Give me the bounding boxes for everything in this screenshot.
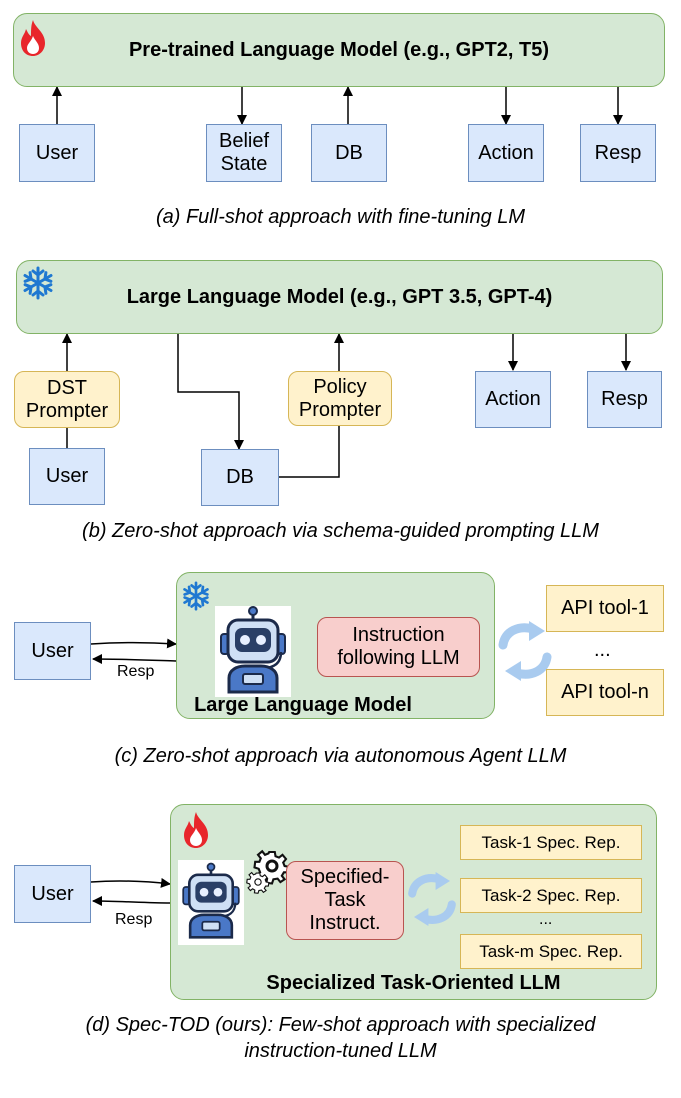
line-db-to-policy [279,426,340,478]
user-box-a: User [19,124,95,182]
caption-d-line1: (d) Spec-TOD (ours): Few-shot approach w… [85,1014,596,1036]
api-tool-1-box: API tool-1 [546,585,664,632]
db-box-b: DB [201,449,279,506]
pretrained-lm-box: Pre-trained Language Model (e.g., GPT2, … [13,13,665,87]
task-ellipsis: ... [539,911,553,928]
pretrained-lm-label: Pre-trained Language Model (e.g., GPT2, … [128,38,550,61]
specified-task-instruct-box: Specified-Task Instruct. [286,861,404,940]
action-box-b: Action [475,371,551,428]
arrow-user-to-agent [90,638,177,649]
resp-box-b: Resp [587,371,662,428]
task-1-spec-box: Task-1 Spec. Rep. [460,825,642,860]
cycle-arrows-icon [405,869,459,934]
fire-icon [17,18,49,63]
gear-icon [240,840,296,901]
action-box-a: Action [468,124,544,182]
api-ellipsis: ... [594,639,611,661]
llm-label-b: Large Language Model (e.g., GPT 3.5, GPT… [126,285,553,308]
belief-state-box: Belief State [206,124,282,182]
agent-llm-label: Large Language Model [194,694,412,716]
robot-icon [178,860,244,945]
arrow-agent-to-user [92,654,177,665]
fire-icon [180,810,212,855]
resp-label-c: Resp [117,663,155,680]
task-m-spec-box: Task-m Spec. Rep. [460,934,642,969]
snowflake-icon [181,581,211,616]
dst-prompter-box: DST Prompter [14,371,120,428]
arrow-spec-to-user [92,896,171,907]
caption-d-line2: instruction-tuned LLM [244,1040,437,1062]
instruction-llm-box: Instruction following LLM [317,617,480,677]
task-2-spec-box: Task-2 Spec. Rep. [460,878,642,913]
spec-tod-llm-label: Specialized Task-Oriented LLM [266,972,561,994]
policy-prompter-box: Policy Prompter [288,371,392,426]
db-box-a: DB [311,124,387,182]
caption-b: (b) Zero-shot approach via schema-guided… [82,520,599,542]
caption-a: (a) Full-shot approach with fine-tuning … [155,206,526,228]
user-box-d: User [14,865,91,923]
user-box-c: User [14,622,91,680]
api-tool-n-box: API tool-n [546,669,664,716]
arrow-user-to-spec [90,877,171,888]
robot-icon [215,606,291,697]
snowflake-icon [21,266,55,305]
resp-label-d: Resp [115,911,153,928]
arrow-llm-to-db [177,334,244,450]
caption-c: (c) Zero-shot approach via autonomous Ag… [114,745,567,767]
resp-box-a: Resp [580,124,656,182]
cycle-arrows-icon [495,619,555,688]
llm-box-b: Large Language Model (e.g., GPT 3.5, GPT… [16,260,663,334]
user-box-b: User [29,448,105,505]
